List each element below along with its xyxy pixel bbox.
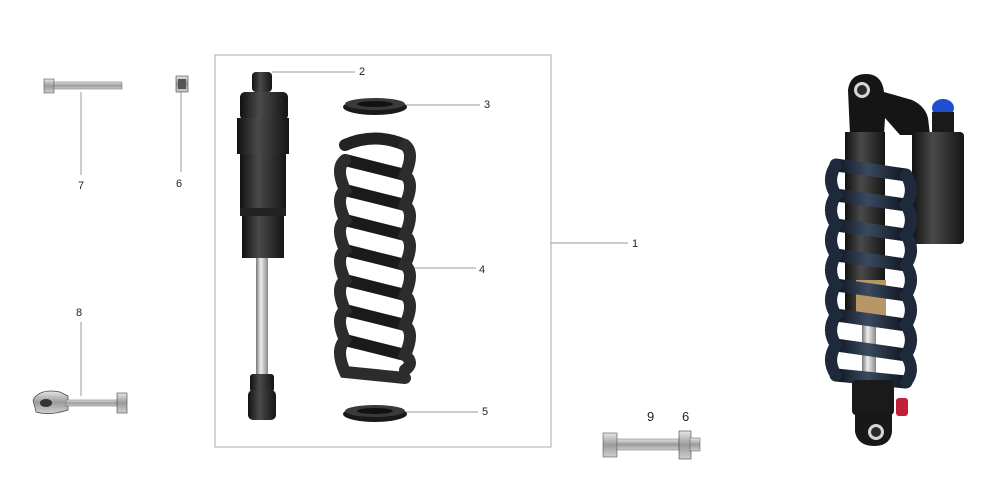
callout-3: 3 (484, 99, 491, 111)
upper-spring-seat-part-3 (343, 98, 407, 115)
callout-6-bottom: 6 (682, 409, 690, 424)
clevis-bolt-part-8 (32, 390, 128, 414)
callout-9: 9 (647, 409, 655, 424)
callout-5: 5 (482, 406, 489, 418)
bolt-part-7 (43, 78, 123, 94)
callout-8: 8 (76, 307, 83, 319)
leader-lines (80, 71, 628, 413)
coil-spring-part-4 (334, 132, 416, 384)
callout-4: 4 (479, 264, 486, 276)
callout-7: 7 (78, 180, 85, 192)
nut-part-6-bottom (678, 430, 701, 460)
nut-part-6-top (175, 75, 189, 93)
shock-product-photo (825, 74, 964, 446)
lower-spring-seat-part-5 (343, 405, 407, 422)
assembly-frame (214, 54, 552, 448)
shock-body-part-2 (237, 72, 289, 420)
callout-6-top: 6 (176, 178, 183, 190)
bolt-part-9 (602, 432, 680, 458)
callout-2: 2 (359, 66, 366, 78)
callout-1: 1 (632, 238, 639, 250)
